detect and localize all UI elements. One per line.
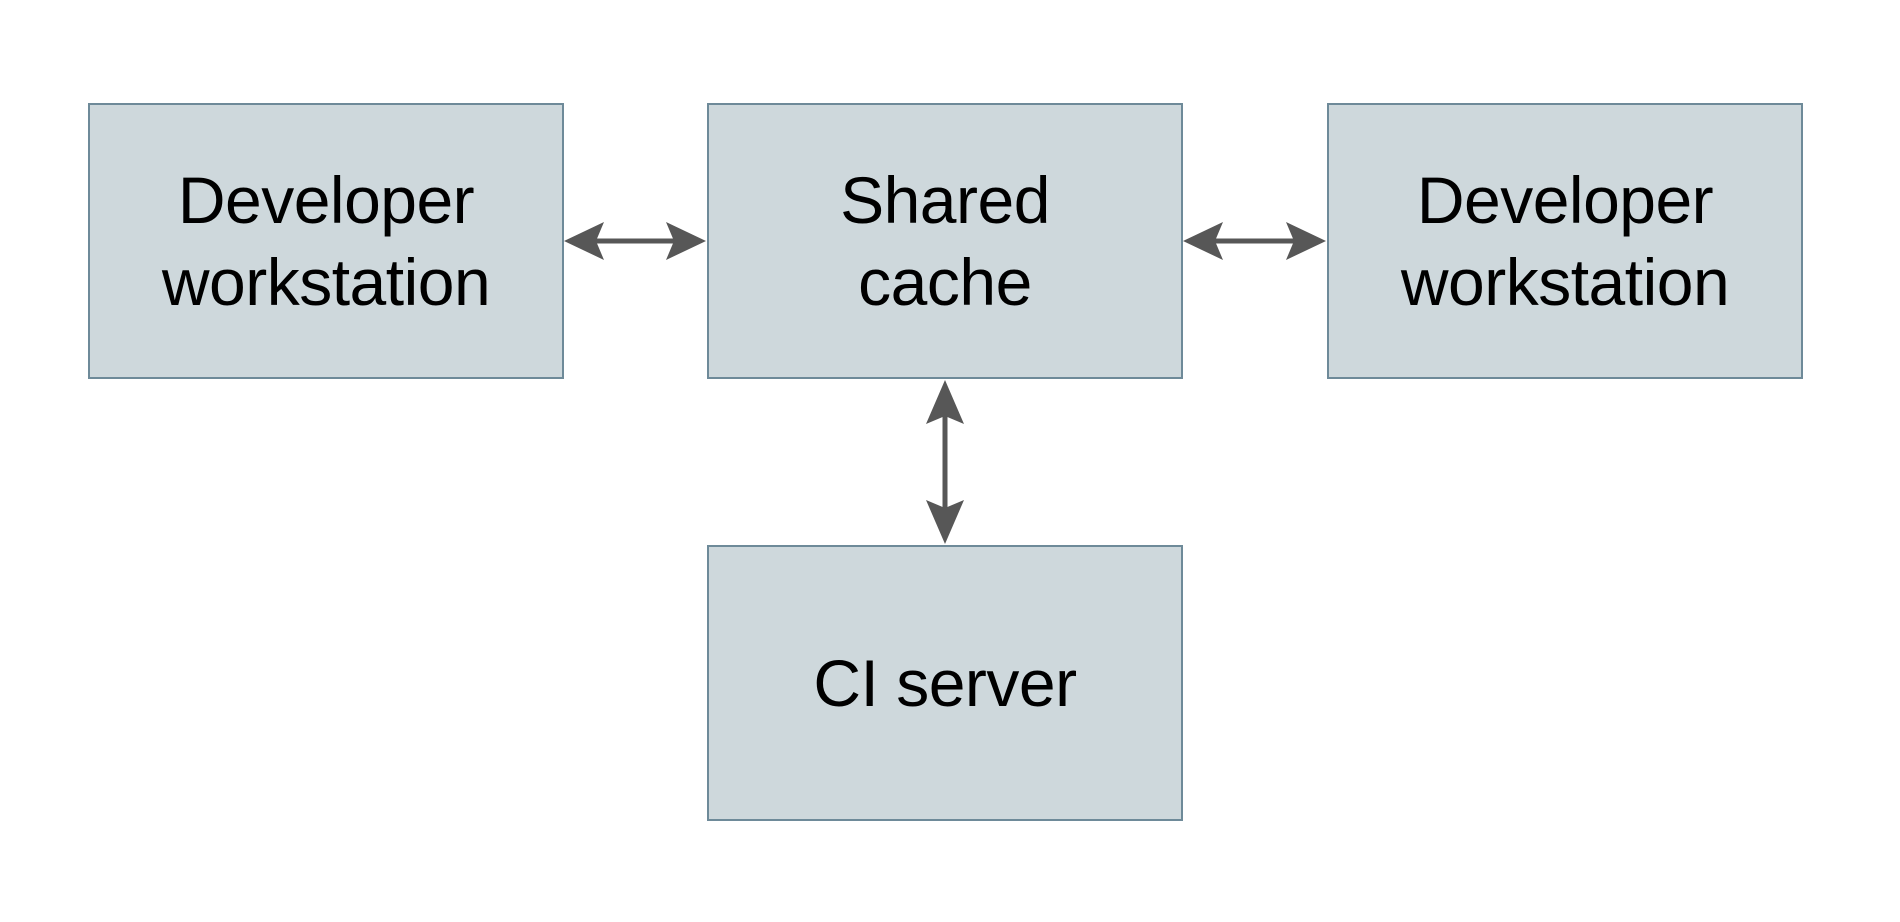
node-shared-cache[interactable]: Shared cache: [707, 103, 1183, 379]
connector-shaft: [582, 238, 688, 244]
arrowhead-right-icon: [1286, 222, 1326, 260]
arrowhead-left-icon: [1183, 222, 1223, 260]
connector-shaft: [942, 394, 948, 530]
connector-developer-workstation-left-to-shared-cache[interactable]: [560, 205, 710, 277]
node-developer-workstation-right[interactable]: Developer workstation: [1327, 103, 1803, 379]
node-label: Developer workstation: [161, 163, 491, 319]
node-label: Developer workstation: [1400, 163, 1730, 319]
arrowhead-left-icon: [564, 222, 604, 260]
connector-shaft: [1201, 238, 1308, 244]
node-label: CI server: [813, 646, 1077, 720]
arrowhead-right-icon: [666, 222, 706, 260]
arrowhead-down-icon: [926, 500, 964, 544]
connector-shared-cache-to-developer-workstation-right[interactable]: [1179, 205, 1330, 277]
node-label: Shared cache: [840, 163, 1050, 319]
node-ci-server[interactable]: CI server: [707, 545, 1183, 821]
node-developer-workstation-left[interactable]: Developer workstation: [88, 103, 564, 379]
connector-ci-server-to-shared-cache[interactable]: [909, 376, 981, 548]
arrowhead-up-icon: [926, 380, 964, 424]
